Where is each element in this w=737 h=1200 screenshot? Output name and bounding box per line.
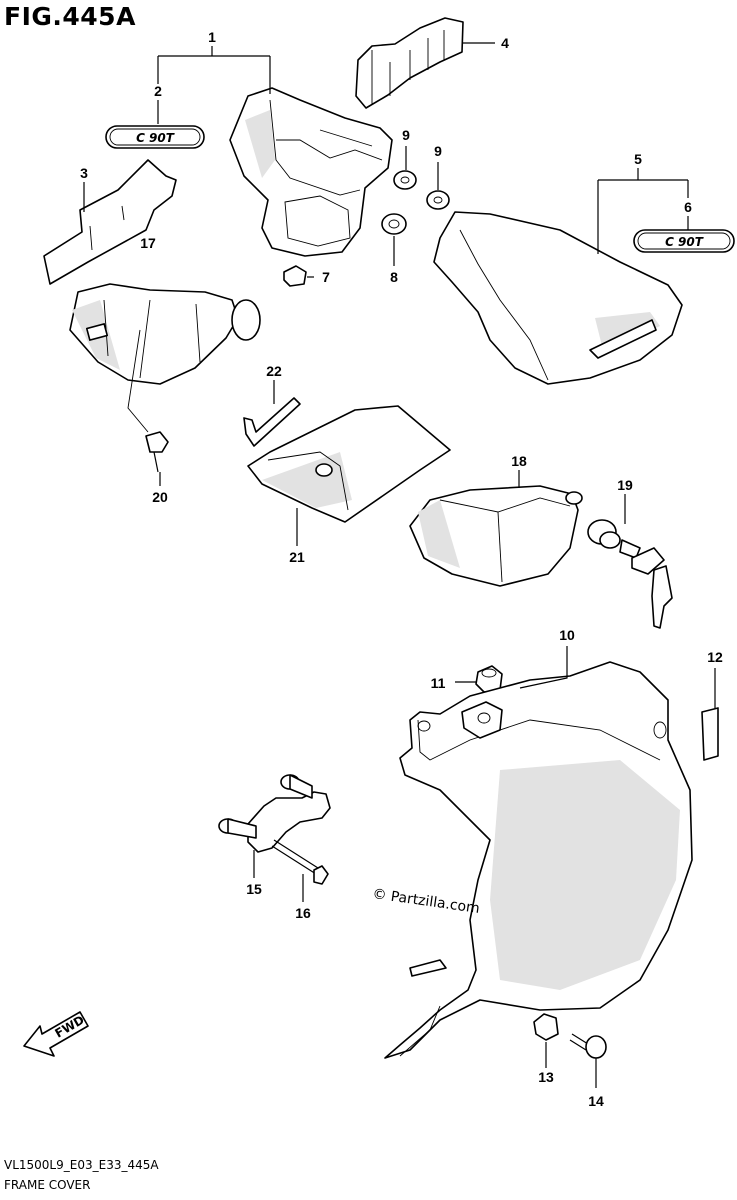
part-18-tool-box <box>409 485 583 587</box>
part-19-lock-key <box>587 519 673 629</box>
leader-lines <box>83 46 716 1088</box>
part-5-right-cover <box>433 211 683 385</box>
callout-22: 22 <box>266 363 282 379</box>
callout-18: 18 <box>511 453 527 469</box>
callout-7: 7 <box>322 269 330 285</box>
part-22-hex-key <box>243 397 301 447</box>
part-bracket-left <box>69 283 261 433</box>
callout-19: 19 <box>617 477 633 493</box>
part-1-left-cover <box>229 87 393 257</box>
part-20-bolt <box>145 431 169 473</box>
callout-15: 15 <box>246 881 262 897</box>
part-7-cushion <box>283 265 314 287</box>
callout-8: 8 <box>390 269 398 285</box>
callout-10: 10 <box>559 627 575 643</box>
part-6-emblem: C 90T <box>633 229 735 253</box>
callout-3: 3 <box>80 165 88 181</box>
callout-1: 1 <box>208 29 216 45</box>
part-14-screw <box>569 1033 607 1059</box>
callout-numbers: 1 2 3 4 5 6 7 8 9 9 10 11 12 13 14 15 16… <box>80 29 723 1109</box>
callout-20: 20 <box>152 489 168 505</box>
figure-caption: FRAME COVER <box>4 1178 91 1192</box>
callout-13: 13 <box>538 1069 554 1085</box>
callout-6: 6 <box>684 199 692 215</box>
callout-12: 12 <box>707 649 723 665</box>
part-8-grommet <box>381 213 407 235</box>
part-13-grommet <box>533 1013 559 1041</box>
emblem-6-text: C 90T <box>665 235 704 249</box>
callout-2: 2 <box>154 83 162 99</box>
callout-17: 17 <box>140 235 156 251</box>
callout-14: 14 <box>588 1093 604 1109</box>
part-3-pad <box>43 159 177 285</box>
part-2-emblem: C 90T <box>105 125 205 149</box>
part-15-bracket <box>218 774 331 853</box>
part-4-shield <box>355 17 495 109</box>
part-12-label <box>701 707 719 761</box>
part-21-tool-pouch <box>247 405 451 523</box>
figure-title: FIG.445A <box>4 2 136 31</box>
part-9-grommet-a <box>393 170 417 190</box>
callout-4: 4 <box>501 35 509 51</box>
callout-16: 16 <box>295 905 311 921</box>
part-9-grommet-b <box>426 190 450 210</box>
callout-9a: 9 <box>402 127 410 143</box>
figure-code: VL1500L9_E03_E33_445A <box>4 1158 159 1172</box>
callout-9b: 9 <box>434 143 442 159</box>
watermark: © Partzilla.com <box>371 886 480 917</box>
callout-21: 21 <box>289 549 305 565</box>
callout-11: 11 <box>431 675 446 691</box>
part-16-bolt <box>271 839 329 885</box>
callout-5: 5 <box>634 151 642 167</box>
fwd-arrow-icon: FWD <box>23 1011 89 1057</box>
emblem-2-text: C 90T <box>136 131 175 145</box>
part-10-battery-cover <box>384 661 693 1059</box>
